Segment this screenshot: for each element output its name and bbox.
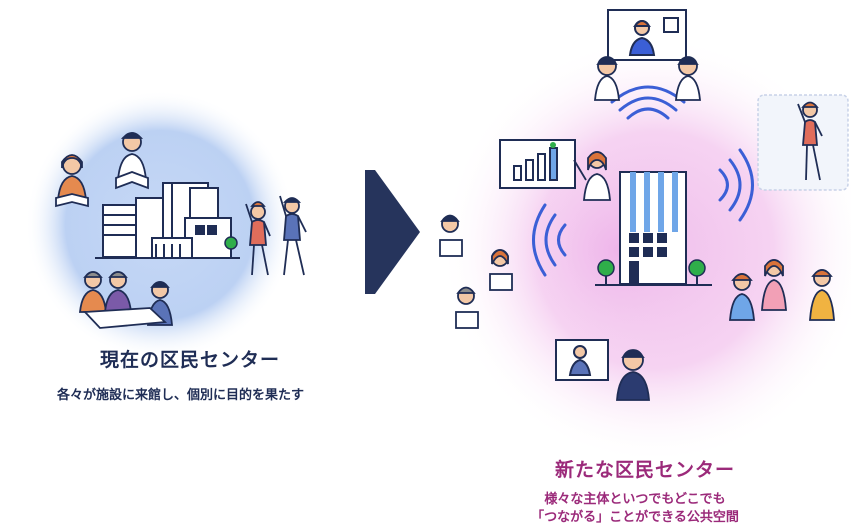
wifi-icon (532, 203, 567, 277)
person-icon (115, 132, 149, 190)
person-icon (55, 154, 89, 208)
person-icon (729, 259, 835, 321)
laptop-icon (439, 214, 513, 329)
new-center-subtitle-line2: 「つながる」ことができる公共空間 (531, 510, 739, 525)
tree-icon (597, 259, 615, 285)
person-icon (616, 349, 650, 401)
current-center-subtitle: 各々が施設に来館し、個別に目的を果たす (56, 388, 304, 403)
current-center-title: 現在の区民センター (99, 349, 280, 371)
person-icon (573, 151, 611, 201)
chart-icon (499, 139, 576, 189)
tree-icon (224, 236, 238, 258)
person-icon (79, 271, 173, 329)
building-icon (95, 182, 240, 259)
building-icon (595, 171, 712, 286)
monitor-icon (555, 339, 609, 381)
new-center-title: 新たな区民センター (554, 459, 735, 481)
monitor-icon (607, 9, 687, 61)
wifi-icon (718, 148, 754, 222)
person-icon (594, 56, 701, 101)
tree-icon (688, 259, 706, 285)
person-icon (245, 201, 271, 276)
arrow-icon (365, 170, 420, 294)
person-icon (279, 195, 307, 276)
new-center-subtitle-line1: 様々な主体といつでもどこでも (544, 492, 726, 507)
person-icon (797, 101, 823, 181)
